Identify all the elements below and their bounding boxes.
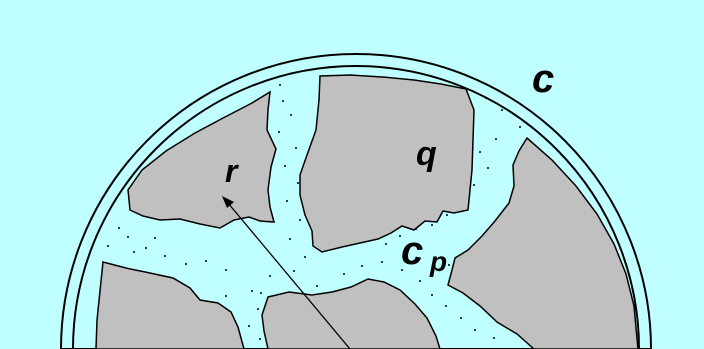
label-particle-q: q	[416, 135, 437, 173]
label-radius-r: r	[225, 153, 239, 189]
label-outer-c: c	[532, 57, 554, 101]
label-pore-subscript-p: p	[429, 246, 447, 277]
label-pore-c: c	[401, 229, 423, 273]
